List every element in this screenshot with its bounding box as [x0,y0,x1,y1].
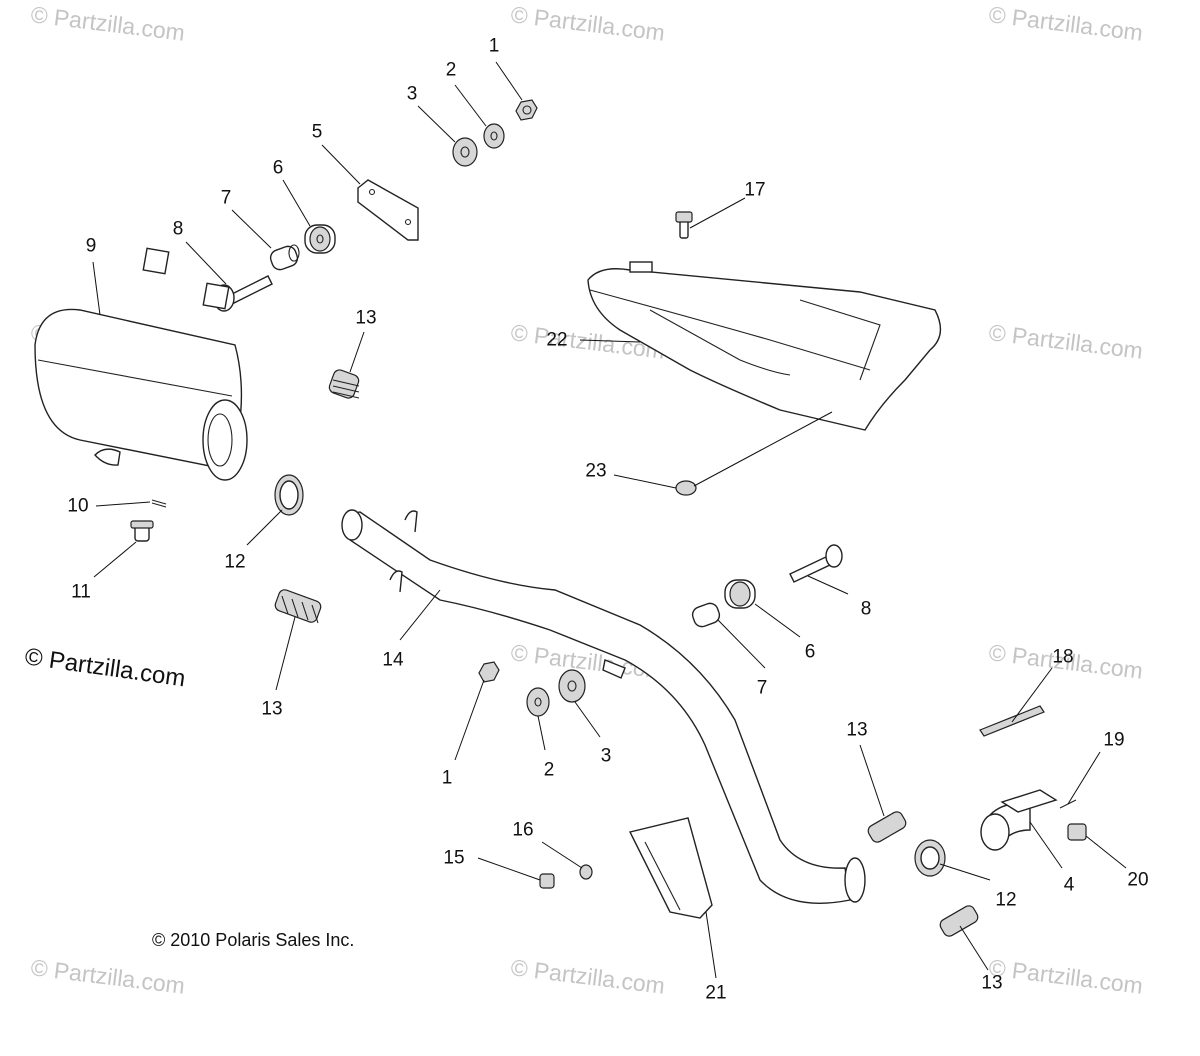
part-bracket-plate [357,179,419,241]
callout-12: 12 [995,890,1016,911]
part-muffler [34,247,248,481]
part-gasket-left [274,474,304,516]
callout-3: 3 [407,84,418,105]
part-washer-top [483,123,505,149]
callout-23: 23 [585,461,606,482]
callout-12: 12 [224,552,245,573]
callout-19: 19 [1103,730,1124,751]
part-gasket-right [914,839,946,877]
callout-2: 2 [446,60,457,81]
callout-6: 6 [805,642,816,663]
part-spring-d [939,905,979,937]
part-heat-shield-lower [628,817,713,919]
callout-16: 16 [512,820,533,841]
part-nut-lower [478,661,500,683]
callout-2: 2 [544,760,555,781]
callout-3: 3 [601,746,612,767]
callout-1: 1 [442,768,453,789]
part-grommet-23 [675,480,697,496]
part-washer-large-top [452,137,478,167]
callout-15: 15 [443,848,464,869]
watermark: © Partzilla.com [29,954,186,999]
part-nut-top [515,99,538,121]
callout-4: 4 [1064,875,1075,896]
watermark: © Partzilla.com [509,1,666,46]
callouts: 1 2 3 5 6 7 8 9 17 22 13 23 10 11 12 13 … [67,36,1148,1004]
callout-1: 1 [489,36,500,57]
callout-5: 5 [312,122,323,143]
callout-22: 22 [546,330,567,351]
part-bolt-small [539,873,555,889]
callout-17: 17 [744,180,765,201]
watermark: © Partzilla.com [509,954,666,999]
part-cotter-pin [151,499,167,508]
watermark: © Partzilla.com [987,319,1144,364]
callout-11: 11 [71,582,91,603]
callout-13: 13 [261,699,282,720]
callout-7: 7 [757,678,768,699]
callout-8: 8 [861,599,872,620]
part-clip [1067,823,1087,841]
partzilla-logo: © Partzilla.com [23,643,187,692]
watermark: © Partzilla.com [987,954,1144,999]
part-fastener [130,520,154,542]
leader-lines [92,61,1127,979]
watermark: © Partzilla.com [987,1,1144,46]
part-washer-large-lower [558,669,586,703]
callout-7: 7 [221,188,232,209]
callout-18: 18 [1052,647,1073,668]
callout-20: 20 [1127,870,1148,891]
callout-13: 13 [355,308,376,329]
part-washer-small [579,864,593,880]
part-spring-a [328,369,360,399]
callout-10: 10 [67,496,88,517]
part-elbow-flange [980,789,1058,851]
callout-21: 21 [705,983,726,1004]
part-heat-shield-upper [587,261,942,431]
watermark: © Partzilla.com [29,1,186,46]
callout-8: 8 [173,219,184,240]
part-grommet-lower [724,579,756,609]
part-washer-lower [526,687,550,717]
callout-14: 14 [382,650,404,671]
part-bolt-lower [789,544,843,583]
callout-6: 6 [273,158,284,179]
part-gasket-strip [979,705,1045,737]
copyright-notice: © 2010 Polaris Sales Inc. [152,930,354,950]
part-sleeve-lower [691,602,721,628]
callout-9: 9 [86,236,97,257]
part-bolt-17 [675,211,693,239]
watermarks: © Partzilla.com © Partzilla.com © Partzi… [29,1,1144,999]
part-sleeve-top [269,244,300,271]
part-head-pipe [341,509,866,904]
part-grommet-top [304,224,336,254]
part-spring-c [867,811,907,843]
callout-13: 13 [846,720,867,741]
part-spring-b [274,589,322,624]
callout-13: 13 [981,973,1002,994]
